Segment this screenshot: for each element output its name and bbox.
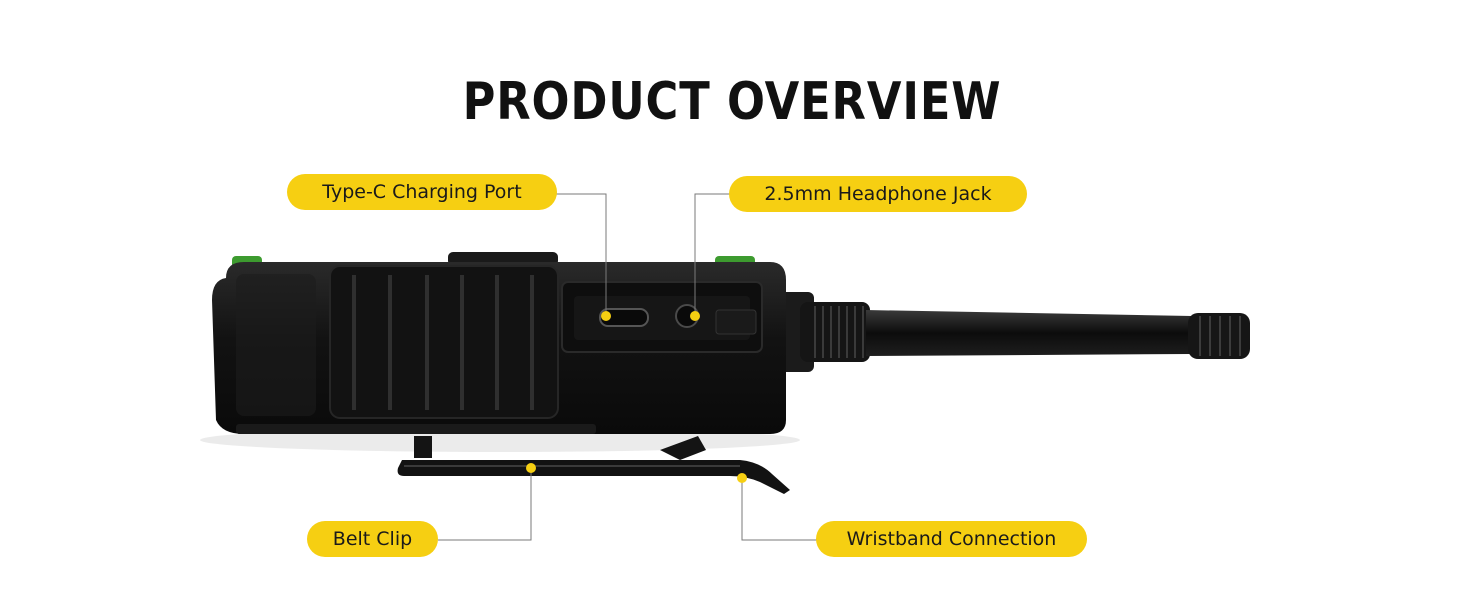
belt-clip (397, 436, 790, 494)
marker-dot-type-c (601, 311, 611, 321)
callout-wristband-connection: Wristband Connection (816, 521, 1087, 557)
callout-type-c-charging-port: Type-C Charging Port (287, 174, 557, 210)
radio-body (212, 262, 786, 434)
marker-dot-belt-clip (526, 463, 536, 473)
callout-headphone-jack: 2.5mm Headphone Jack (729, 176, 1027, 212)
page-title: PRODUCT OVERVIEW (462, 72, 1002, 132)
leader-lines (438, 193, 818, 541)
marker-dot-headphone (690, 311, 700, 321)
marker-dot-wristband (737, 473, 747, 483)
callout-belt-clip: Belt Clip (307, 521, 438, 557)
antenna (776, 292, 1250, 372)
